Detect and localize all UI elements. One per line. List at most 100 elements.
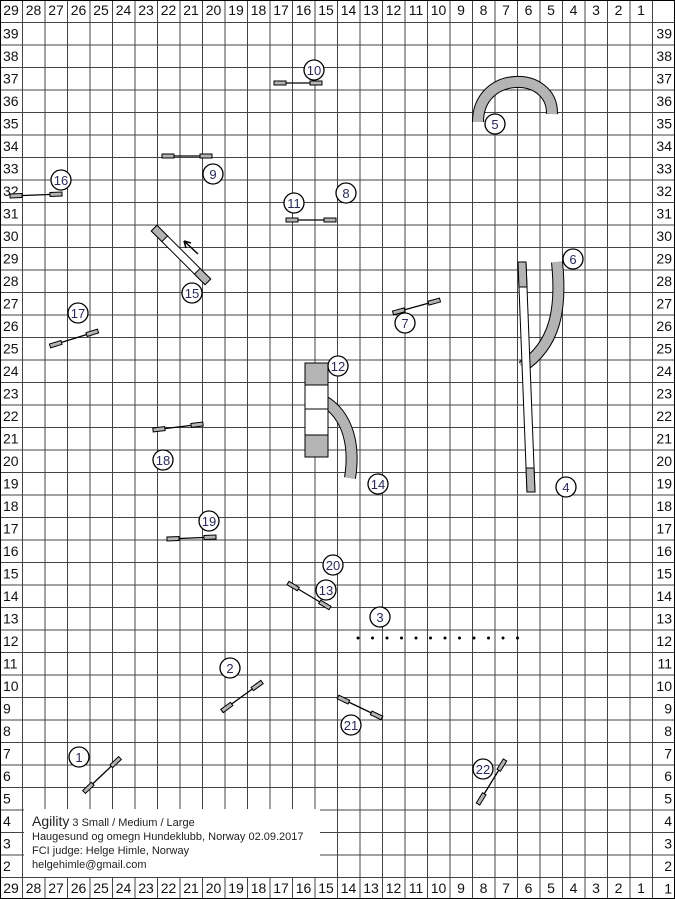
- obstacle-number: 13: [315, 579, 337, 601]
- row-label: 4: [3, 813, 11, 829]
- number-circle: [484, 113, 506, 135]
- row-label: 9: [664, 701, 672, 717]
- column-label: 22: [161, 2, 177, 18]
- number-label: 1: [75, 750, 82, 765]
- column-label: 25: [93, 2, 109, 18]
- jump-wing: [391, 307, 406, 316]
- column-label: 29: [3, 880, 19, 896]
- row-label: 2: [3, 858, 11, 874]
- column-label: 9: [457, 880, 465, 896]
- column-label: 6: [525, 880, 533, 896]
- row-label: 21: [3, 431, 19, 447]
- column-label: 11: [409, 2, 424, 18]
- column-label: 15: [318, 880, 334, 896]
- number-label: 5: [491, 117, 498, 132]
- obstacle-number: 9: [202, 163, 224, 185]
- row-label: 15: [3, 566, 19, 582]
- arrow-icon: [183, 240, 199, 255]
- obstacle-number: 19: [198, 510, 220, 532]
- row-label: 22: [3, 408, 19, 424]
- number-circle: [283, 192, 305, 214]
- row-label: 39: [656, 26, 672, 42]
- row-label: 30: [3, 228, 19, 244]
- jump-wing: [496, 758, 508, 772]
- row-label: 38: [3, 48, 19, 64]
- info-classes: 3 Small / Medium / Large: [72, 817, 195, 829]
- row-label: 23: [656, 386, 672, 402]
- row-label: 14: [3, 588, 19, 604]
- row-label: 6: [664, 768, 672, 784]
- row-label: 7: [664, 746, 672, 762]
- jump-wing: [309, 80, 323, 86]
- row-label: 38: [656, 48, 672, 64]
- obstacle-number: 5: [484, 113, 506, 135]
- column-label: 5: [547, 880, 555, 896]
- number-circle: [67, 302, 89, 324]
- number-label: 10: [307, 63, 321, 78]
- obstacle-number: 2: [219, 657, 241, 679]
- jump: [81, 755, 123, 795]
- jump: [475, 758, 508, 806]
- row-label: 31: [3, 206, 19, 222]
- row-label: 10: [656, 678, 672, 694]
- weave-pole: [414, 636, 418, 640]
- column-label: 19: [228, 2, 244, 18]
- weave-pole: [516, 636, 519, 640]
- number-circle: [198, 510, 220, 532]
- row-label: 17: [656, 521, 672, 537]
- row-label: 34: [656, 138, 672, 154]
- jump: [391, 297, 442, 316]
- column-label: 14: [341, 880, 357, 896]
- jump-wing: [203, 534, 217, 541]
- row-label: 35: [656, 116, 672, 132]
- jump-wing: [48, 339, 63, 349]
- column-label: 20: [206, 2, 222, 18]
- number-label: 12: [331, 359, 345, 374]
- row-label: 22: [656, 408, 672, 424]
- column-label: 7: [502, 2, 510, 18]
- column-label: 3: [592, 2, 600, 18]
- row-label: 19: [656, 476, 672, 492]
- row-label: 3: [664, 836, 672, 852]
- column-label: 21: [183, 2, 199, 18]
- column-label: 18: [251, 2, 267, 18]
- info-club: Haugesund og omegn Hundeklubb, Norway 02…: [32, 831, 304, 843]
- obstacle-number: 22: [472, 758, 494, 780]
- row-label: 13: [656, 611, 672, 627]
- row-label: 37: [3, 71, 19, 87]
- row-label: 25: [3, 341, 19, 357]
- column-label: 18: [251, 880, 267, 896]
- column-label: 16: [296, 880, 312, 896]
- number-label: 13: [319, 583, 333, 598]
- number-circle: [394, 312, 416, 334]
- row-label: 16: [3, 543, 19, 559]
- jump: [285, 217, 337, 223]
- number-circle: [303, 59, 325, 81]
- column-label: 28: [26, 880, 42, 896]
- number-circle: [219, 657, 241, 679]
- row-label: 33: [656, 161, 672, 177]
- number-circle: [50, 169, 72, 191]
- row-label: 26: [3, 318, 19, 334]
- obstacle-number: 14: [367, 473, 389, 495]
- column-label: 13: [363, 880, 379, 896]
- column-label: 16: [296, 2, 312, 18]
- number-circle: [315, 579, 337, 601]
- row-label: 18: [656, 498, 672, 514]
- row-label: 19: [3, 476, 19, 492]
- number-label: 2: [226, 661, 233, 676]
- row-label: 34: [3, 138, 19, 154]
- column-label: 6: [525, 2, 533, 18]
- obstacle-number: 3: [369, 606, 391, 628]
- row-label: 16: [656, 543, 672, 559]
- number-label: 14: [371, 477, 385, 492]
- column-label: 17: [273, 2, 289, 18]
- weave-pole: [472, 636, 476, 640]
- jump-wing: [369, 710, 384, 721]
- weave-pole: [356, 636, 360, 640]
- jump: [9, 191, 63, 199]
- jump-wing: [285, 217, 299, 223]
- jump-wing: [9, 193, 23, 199]
- aframe-contact: [304, 362, 329, 386]
